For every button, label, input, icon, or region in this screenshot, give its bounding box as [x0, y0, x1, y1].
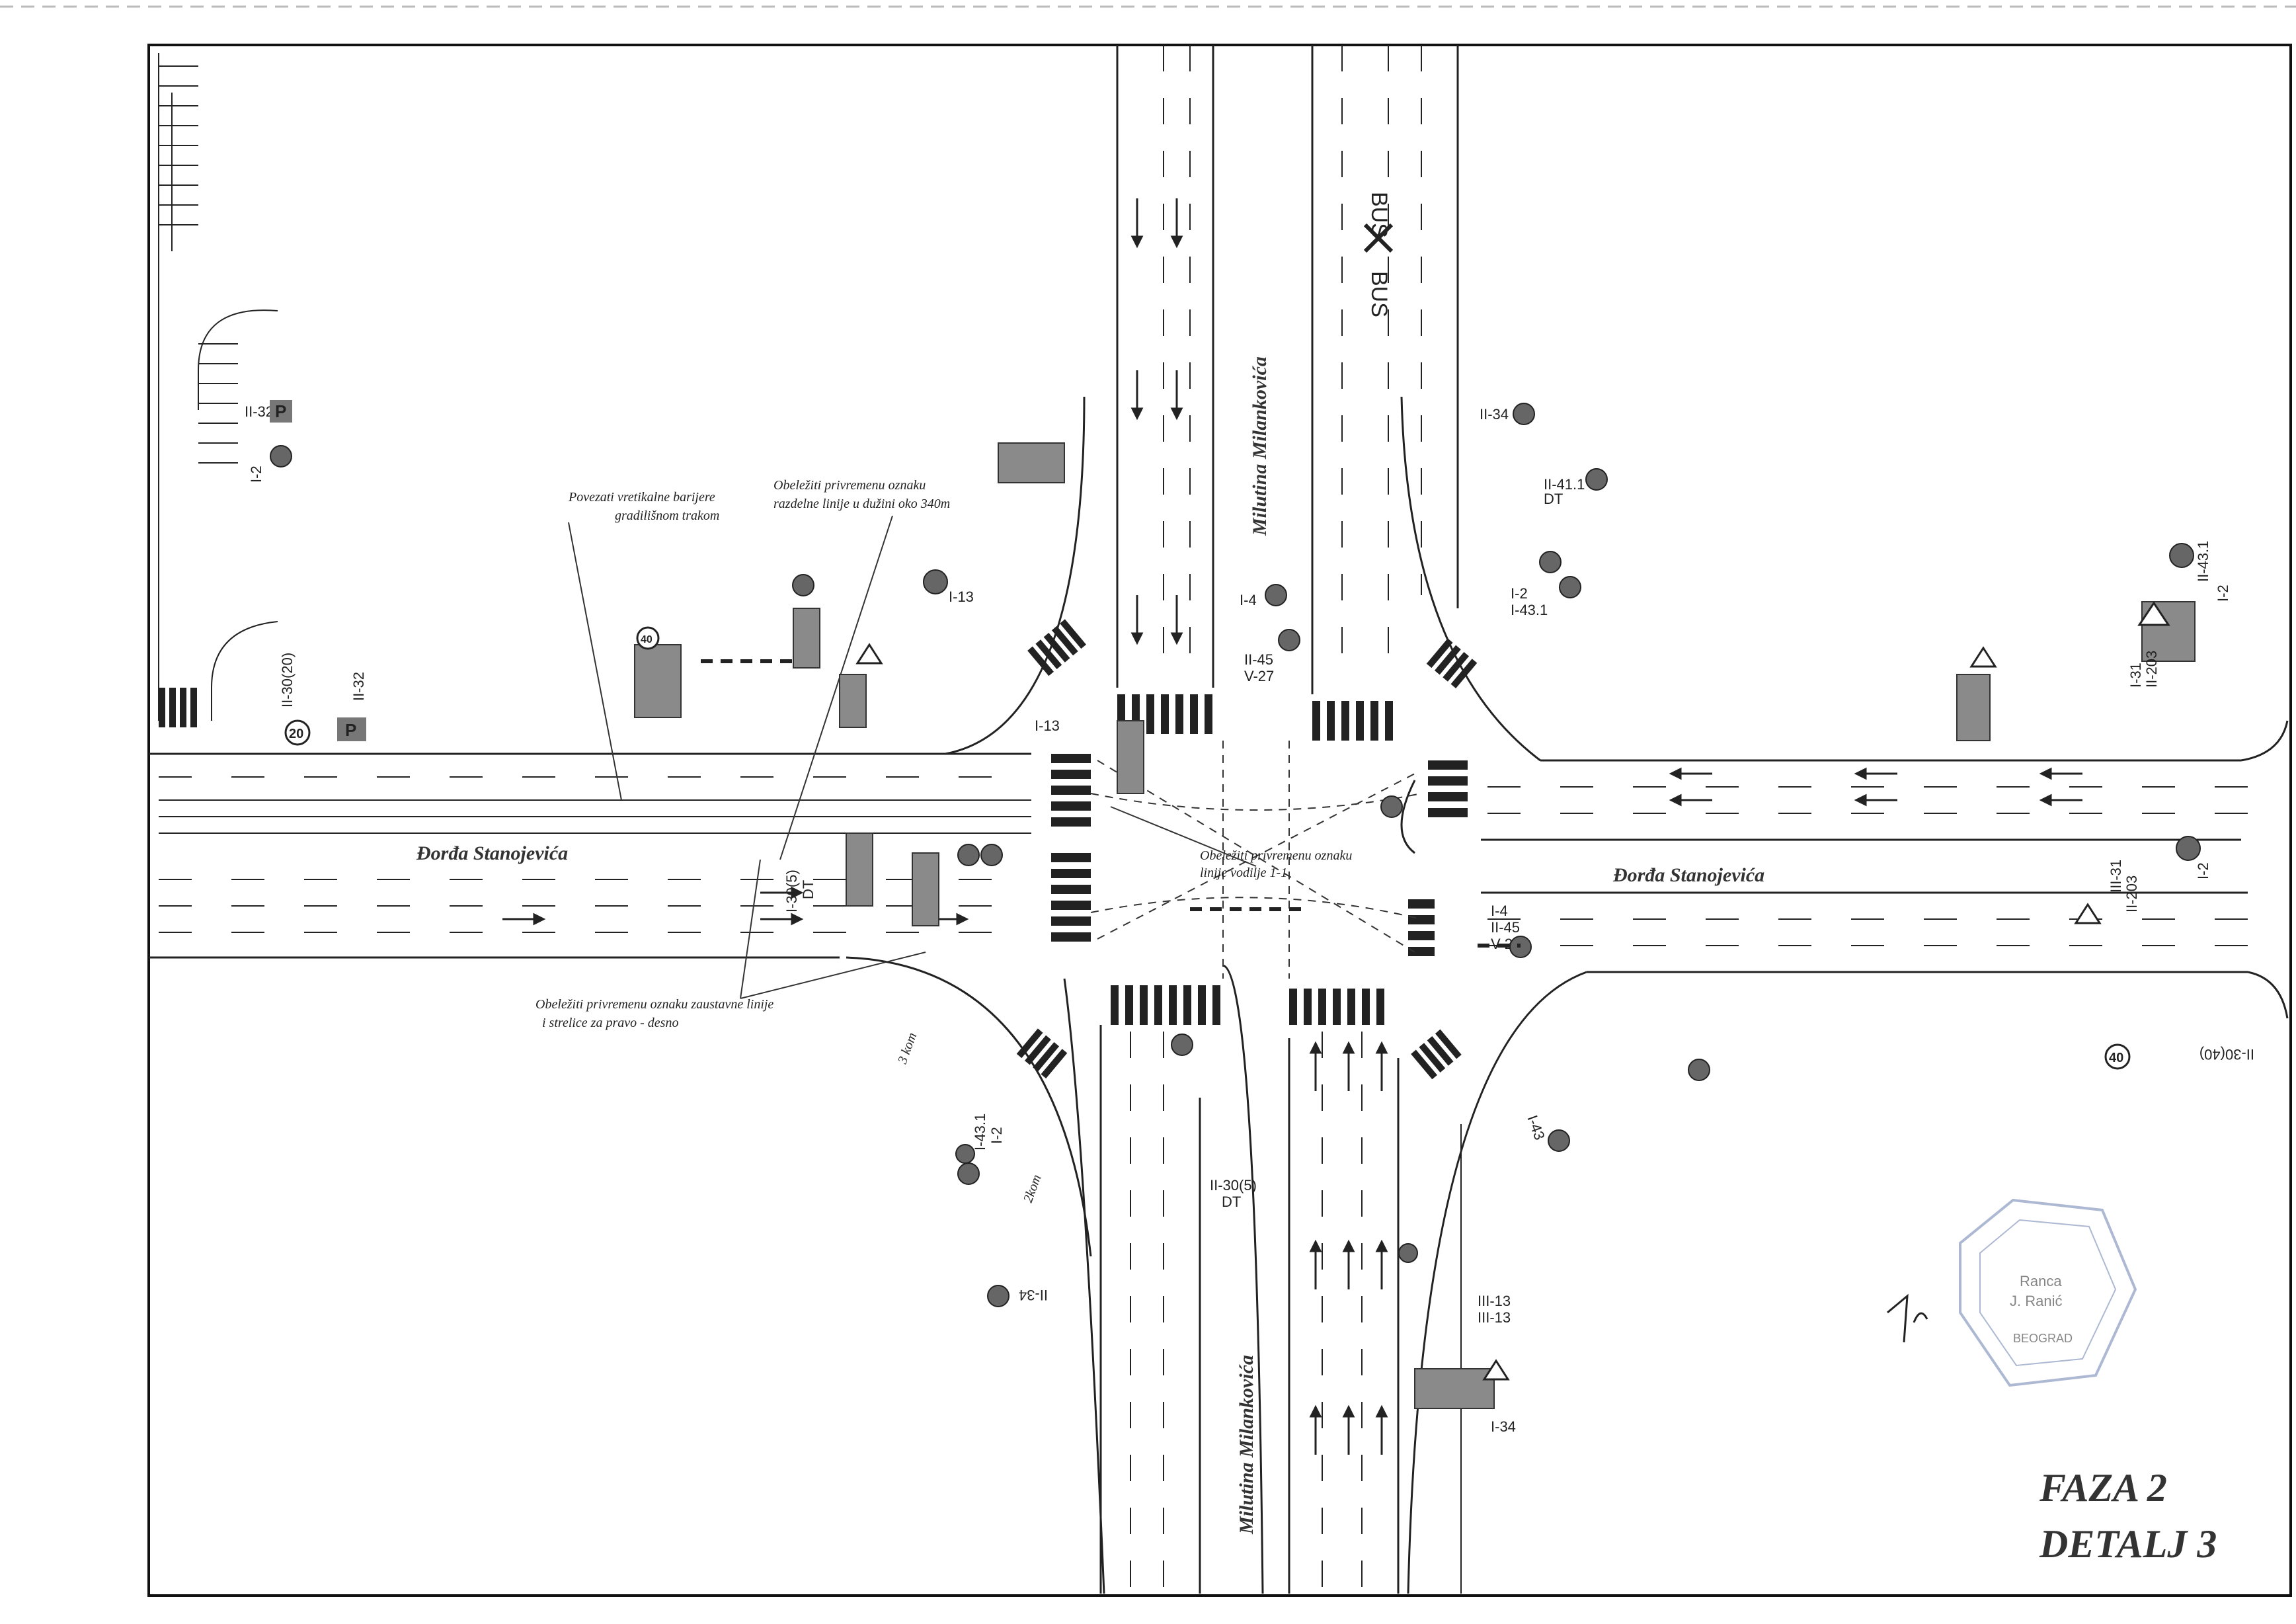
arrows-south [1309, 1041, 1388, 1455]
crosswalk-west [1051, 754, 1091, 942]
sign-ii45: II-45 [1244, 651, 1273, 668]
guide-lines [1090, 741, 1422, 979]
signature [1887, 1293, 1928, 1343]
approval-stamp: Ranca J. Ranić BEOGRAD [1959, 1198, 2137, 1387]
speed-40-nw: 40 [641, 634, 653, 645]
sign-i43-ne: I-43.1 [1511, 602, 1548, 618]
street-name-west: Đorđa Stanojevića [416, 842, 568, 864]
corner-curbs [846, 396, 2289, 1594]
street-name-north: Milutina Milankovića [1249, 356, 1271, 536]
sheet-title-2: DETALJ 3 [2039, 1522, 2217, 1566]
sign-ii34-sw: II-34 [1019, 1287, 1048, 1303]
crosswalk-diagonals [1027, 619, 1086, 676]
sign-i13: I-13 [949, 589, 974, 605]
crosswalks [159, 619, 1478, 1080]
sign-i4-e: I-4 [1491, 903, 1508, 919]
note-barriers-1: Povezati vretikalne barijere [568, 490, 715, 505]
round-signs [270, 403, 2201, 1307]
note-stop-line-1: Obeležiti privremenu oznaku zaustavne li… [535, 997, 773, 1012]
bus-text-2: BUS [1366, 271, 1392, 317]
sign-iii13-a: III-13 [1478, 1293, 1511, 1309]
street-name-east: Đorđa Stanojevića [1612, 864, 1764, 886]
parking-sign-2: P [345, 720, 356, 740]
sign-ii34-n: II-34 [1480, 406, 1509, 423]
lane-arrows [502, 198, 2082, 1455]
sign-ii30-5-s: II-30(5) [1210, 1177, 1257, 1194]
sign-i13-n: I-13 [1035, 717, 1060, 734]
crosswalk-east [1408, 760, 1468, 956]
sign-ii41-1: II-41.1 [1544, 476, 1585, 493]
sign-ii43-far: II-43.1 [2195, 541, 2211, 582]
note-kom-2: 2kom [1021, 1172, 1044, 1204]
note-guide-line-2: linije vodilje 1-1 [1200, 866, 1287, 880]
note-guide-line-1: Obeležiti privremenu oznaku [1200, 848, 1352, 863]
sign-i2-nw: I-2 [248, 466, 264, 483]
speed-20: 20 [289, 727, 303, 741]
stamp-line-2: J. Ranić [2010, 1293, 2062, 1309]
sign-i4-n: I-4 [1240, 592, 1257, 608]
horizontal-road [149, 752, 2248, 973]
crosswalk-south [1111, 985, 1384, 1025]
stamp-line-1: Ranca [2020, 1273, 2062, 1289]
sign-i43-s: I-43 [1524, 1113, 1548, 1142]
sign-ii32-w: II-32 [350, 672, 367, 701]
sign-ii203-e: II-203 [2123, 875, 2140, 913]
crosswalk-west-parking [159, 688, 197, 727]
sign-ii30-20: II-30(20) [279, 653, 296, 708]
stamp-line-3: BEOGRAD [2013, 1332, 2073, 1345]
speed-signs: 20 40 40 [284, 626, 2131, 1070]
sign-i2-ne: I-2 [1511, 585, 1528, 602]
sign-iii31-e: III-31 [2108, 860, 2124, 893]
sign-dt-n: DT [1544, 491, 1563, 507]
parking-sign-1: P [275, 401, 286, 421]
sign-i30-5: I-30(5) [783, 870, 800, 913]
arrows-east [1669, 767, 2082, 807]
note-temp-marking-1: Obeležiti privremenu oznaku [773, 478, 926, 493]
note-kom-1: 3 kom [895, 1031, 920, 1067]
sign-i2-far: I-2 [2215, 585, 2231, 602]
sheet-title-1: FAZA 2 [2039, 1466, 2167, 1510]
drawing-frame [147, 44, 2292, 1597]
bus-marking: BUS BUS [1363, 192, 1394, 317]
leader-lines [568, 515, 1257, 999]
barriers [701, 659, 1521, 948]
sign-i2-e: I-2 [2195, 862, 2211, 879]
note-temp-marking-2: razdelne linije u dužini oko 340m [773, 497, 950, 511]
parking-signs: P P [270, 400, 366, 741]
sign-ii203: II-203 [2143, 651, 2160, 688]
triangle-signs [855, 601, 2170, 1381]
sign-ii45-e: II-45 [1491, 919, 1520, 936]
sign-dt-s: DT [1222, 1194, 1241, 1210]
sign-v27: V-27 [1244, 668, 1274, 684]
sign-boxes [634, 442, 2196, 1409]
vertical-road [1099, 45, 1462, 1594]
sign-ii30-40: II-30(40) [2199, 1046, 2254, 1063]
crosswalk-north [1117, 694, 1393, 741]
speed-40: 40 [2109, 1051, 2123, 1065]
note-stop-line-2: i strelice za pravo - desno [542, 1016, 678, 1030]
street-name-south: Milutina Milankovića [1236, 1355, 1257, 1535]
sign-codes: II-32 I-2 II-34 II-41.1 DT I-2 I-43.1 II… [245, 403, 2254, 1435]
sign-ii32: II-32 [245, 403, 274, 420]
note-barriers-2: gradilišnom trakom [615, 508, 719, 523]
parking-area [158, 53, 278, 721]
sign-i2-sw: I-2 [988, 1127, 1005, 1144]
sign-i43-sw: I-43.1 [972, 1114, 988, 1151]
arrows-north [1130, 198, 1183, 645]
sign-iii13-b: III-13 [1478, 1309, 1511, 1326]
sign-dt-w: DT [800, 880, 816, 899]
sign-i31: I-31 [2127, 663, 2144, 688]
sign-i34-s: I-34 [1491, 1418, 1516, 1435]
